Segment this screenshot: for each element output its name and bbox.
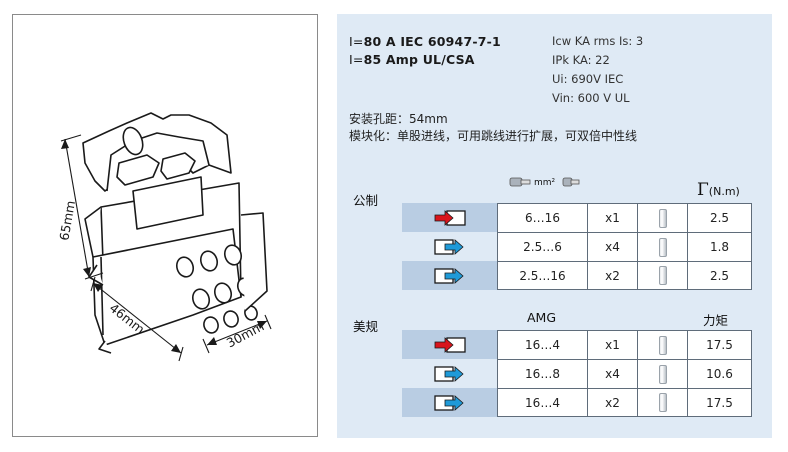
- wire-size-cell: 16…8: [497, 359, 587, 388]
- wire-size-cell: 6…16: [497, 203, 587, 232]
- input-arrow-icon: [434, 337, 466, 353]
- spec-ui: Ui: 690V IEC: [552, 72, 624, 86]
- pin-ferrule-icon: [658, 335, 667, 355]
- torque-cell: 1.8: [687, 232, 752, 261]
- specification-panel: I=80 A IEC 60947-7-1 I=85 Amp UL/CSA Icw…: [337, 14, 772, 438]
- output-arrow-icon: [433, 239, 464, 255]
- pin-cell: [637, 330, 687, 359]
- output-arrow-icon: [433, 366, 464, 382]
- quantity-cell: x4: [587, 359, 637, 388]
- pin-cell: [637, 232, 687, 261]
- torque-cell: 17.5: [687, 388, 752, 417]
- us-gauge-header: AMG: [527, 310, 557, 325]
- wire-end-icon: [562, 177, 580, 187]
- input-arrow-icon: [434, 210, 466, 226]
- quantity-cell: x1: [587, 330, 637, 359]
- pin-ferrule-icon: [658, 237, 667, 257]
- direction-cell: [402, 388, 497, 417]
- wire-size-cell: 16…4: [497, 388, 587, 417]
- direction-cell: [402, 330, 497, 359]
- torque-cell: 2.5: [687, 261, 752, 290]
- pin-ferrule-icon: [658, 364, 667, 384]
- torque-unit: (N.m): [708, 185, 740, 198]
- wire-size-cell: 2.5…16: [497, 261, 587, 290]
- pin-cell: [637, 203, 687, 232]
- rating-iec: I=80 A IEC 60947-7-1: [349, 34, 501, 49]
- rating-iec-prefix: I=: [349, 34, 364, 49]
- torque-cell: 17.5: [687, 330, 752, 359]
- wire-size-cell: 2.5…6: [497, 232, 587, 261]
- quantity-cell: x1: [587, 203, 637, 232]
- spec-vin: Vin: 600 V UL: [552, 91, 630, 105]
- quantity-cell: x2: [587, 261, 637, 290]
- direction-cell: [402, 203, 497, 232]
- metric-unit-label: mm²: [534, 178, 556, 188]
- note-hole-distance: 安装孔距：54mm: [349, 112, 448, 126]
- note-modular: 模块化：单股进线，可用跳线进行扩展，可双倍中性线: [349, 129, 638, 143]
- technical-drawing: 65mm 46mm 30mm: [12, 14, 318, 437]
- output-arrow-icon: [433, 268, 464, 284]
- quantity-cell: x4: [587, 232, 637, 261]
- rating-ul-prefix: I=: [349, 52, 364, 67]
- pin-ferrule-icon: [658, 208, 667, 228]
- us-section-label: 美规: [353, 319, 379, 334]
- pin-ferrule-icon: [658, 266, 667, 285]
- rating-ul-value: 85 Amp UL/CSA: [363, 52, 475, 67]
- pin-cell: [637, 359, 687, 388]
- pin-cell: [637, 261, 687, 290]
- output-arrow-icon: [433, 395, 464, 411]
- direction-cell: [402, 359, 497, 388]
- metric-wire-header: mm²: [509, 176, 580, 188]
- torque-symbol: Γ: [697, 180, 709, 200]
- torque-cell: 2.5: [687, 203, 752, 232]
- rating-ul: I=85 Amp UL/CSA: [349, 52, 475, 67]
- us-torque-header: 力矩: [703, 313, 729, 328]
- rating-iec-value: 80 A IEC 60947-7-1: [363, 34, 501, 49]
- direction-cell: [402, 261, 497, 290]
- terminal-block-drawing: [60, 112, 272, 362]
- quantity-cell: x2: [587, 388, 637, 417]
- ferrule-icon: [509, 177, 531, 187]
- pin-ferrule-icon: [658, 393, 667, 412]
- direction-cell: [402, 232, 497, 261]
- spec-icw: Icw KA rms Is: 3: [552, 34, 644, 48]
- torque-cell: 10.6: [687, 359, 752, 388]
- wire-size-cell: 16…4: [497, 330, 587, 359]
- metric-section-label: 公制: [353, 193, 379, 208]
- spec-ipk: IPk KA: 22: [552, 53, 610, 67]
- pin-cell: [637, 388, 687, 417]
- metric-torque-header: Γ(N.m): [697, 180, 740, 200]
